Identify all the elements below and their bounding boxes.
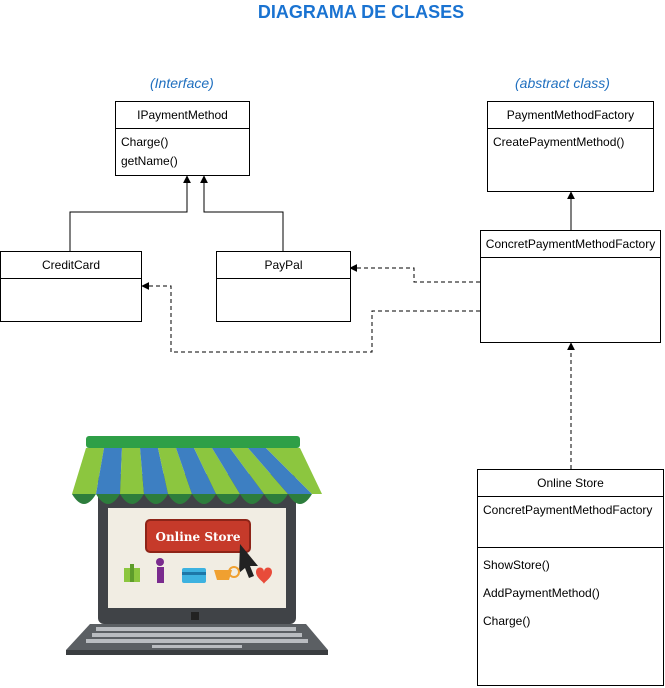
creditcard-implements-line	[69, 175, 191, 251]
class-creditcard: CreditCard	[0, 251, 142, 322]
class-name: CreditCard	[1, 252, 141, 279]
class-name: ConcretPaymentMethodFactory	[481, 231, 660, 258]
attribute-section: ConcretPaymentMethodFactory	[478, 497, 663, 548]
concrete-to-paypal-line	[349, 264, 480, 283]
method-row: getName()	[121, 154, 178, 168]
store-sign-text: Online Store	[155, 530, 240, 544]
class-name: IPaymentMethod	[116, 102, 249, 129]
attribute-row: ConcretPaymentMethodFactory	[483, 503, 653, 517]
class-name: Online Store	[478, 470, 663, 497]
method-row: Charge()	[483, 614, 531, 628]
class-name: PaymentMethodFactory	[488, 102, 653, 129]
method-row: Charge()	[121, 135, 169, 149]
online-store-laptop-icon: Online Store	[62, 432, 332, 662]
class-ipaymentmethod: IPaymentMethod Charge() getName()	[115, 101, 250, 176]
abstract-stereotype: (abstract class)	[515, 75, 610, 91]
method-row: ShowStore()	[483, 558, 550, 572]
class-name: PayPal	[217, 252, 350, 279]
concrete-to-creditcard-line	[141, 282, 480, 353]
class-online-store: Online Store ConcretPaymentMethodFactory…	[477, 469, 664, 686]
class-concretpaymentmethodfactory: ConcretPaymentMethodFactory	[480, 230, 661, 343]
paypal-implements-line	[200, 175, 284, 251]
class-paypal: PayPal	[216, 251, 351, 322]
interface-stereotype: (Interface)	[150, 75, 214, 91]
diagram-title: DIAGRAMA DE CLASES	[257, 2, 465, 22]
method-row: CreatePaymentMethod()	[493, 135, 625, 149]
method-row: AddPaymentMethod()	[483, 586, 600, 600]
class-paymentmethodfactory: PaymentMethodFactory CreatePaymentMethod…	[487, 101, 654, 192]
